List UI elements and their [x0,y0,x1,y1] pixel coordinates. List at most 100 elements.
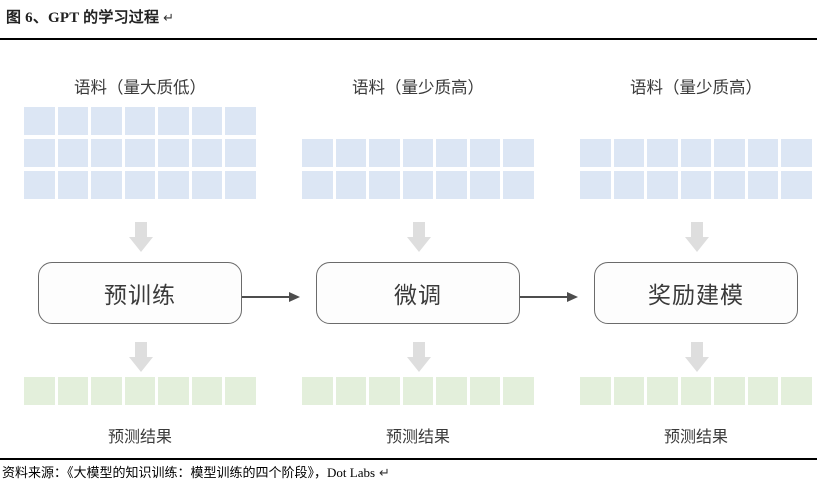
corpus-block [369,139,400,167]
corpus-block [124,107,156,135]
corpus-block [647,139,678,167]
stage-box-finetune[interactable]: 微调 [316,262,520,324]
corpus-block [225,171,257,199]
corpus-block [747,139,779,167]
corpus-block [57,139,89,167]
corpus-block [57,107,89,135]
corpus-block [680,139,712,167]
corpus-block-row [302,171,535,199]
result-label: 预测结果 [663,429,728,446]
corpus-block [580,171,611,199]
corpus-block-grid [580,139,813,203]
result-block [580,377,611,405]
corpus-block [124,139,156,167]
corpus-block [714,139,745,167]
result-block [402,377,434,405]
corpus-block [781,171,813,199]
bottom-divider [0,458,817,460]
corpus-block [613,171,645,199]
result-block [680,377,712,405]
corpus-block [158,139,189,167]
result-block [124,377,156,405]
corpus-label: 语料（量少质高） [352,79,484,97]
result-label: 预测结果 [385,429,450,446]
result-block [714,377,745,405]
result-block [91,377,122,405]
paragraph-return-icon: ↵ [163,11,175,26]
corpus-block [613,139,645,167]
result-block [503,377,535,405]
corpus-block [647,171,678,199]
corpus-block [158,107,189,135]
corpus-block [335,171,367,199]
corpus-block [402,139,434,167]
result-block-row [580,377,813,405]
result-block-row [302,377,535,405]
pipeline-column-pretrain: 语料（量大质低） [10,40,270,458]
result-block [747,377,779,405]
stage-box-reward-modeling[interactable]: 奖励建模 [594,262,798,324]
arrow-down-icon [129,222,153,252]
corpus-label: 语料（量大质低） [74,79,206,97]
result-block-grid [580,377,813,409]
stage-box-pretrain[interactable]: 预训练 [38,262,242,324]
source-note-text: 资料来源：《大模型的知识训练：模型训练的四个阶段》，Dot Labs [2,465,376,480]
paragraph-return-icon: ↵ [379,466,390,481]
result-block [57,377,89,405]
result-block [158,377,189,405]
arrow-down-icon [685,222,709,252]
corpus-block-row [24,171,257,199]
arrow-down-icon [129,342,153,372]
corpus-block [124,171,156,199]
corpus-block [191,171,223,199]
arrow-down-icon [407,342,431,372]
corpus-block-row [24,107,257,135]
figure-title: 图 6、GPT 的学习过程↵ [6,6,174,27]
corpus-block [781,139,813,167]
result-block [24,377,55,405]
corpus-block [24,171,55,199]
corpus-block [24,139,55,167]
result-block [302,377,333,405]
corpus-block [747,171,779,199]
corpus-block [714,171,745,199]
corpus-block [91,107,122,135]
corpus-block [24,107,55,135]
connector-arrow-finetune-to-reward-modeling [520,292,578,302]
corpus-block-row [580,139,813,167]
corpus-block [680,171,712,199]
result-block-row [24,377,257,405]
result-block [225,377,257,405]
corpus-block [503,139,535,167]
top-divider [0,38,817,40]
result-block-grid [24,377,257,409]
corpus-block [469,139,501,167]
figure-title-text: 图 6、GPT 的学习过程 [6,10,160,26]
result-block [335,377,367,405]
corpus-block [402,171,434,199]
source-note: 资料来源：《大模型的知识训练：模型训练的四个阶段》，Dot Labs↵ [2,462,390,481]
result-block-grid [302,377,535,409]
corpus-block [436,139,467,167]
result-block [369,377,400,405]
corpus-block [580,139,611,167]
result-block [647,377,678,405]
corpus-label: 语料（量少质高） [630,79,762,97]
corpus-block [191,107,223,135]
corpus-block [302,139,333,167]
result-block [191,377,223,405]
pipeline-column-finetune: 语料（量少质高） 微调 [288,40,548,458]
result-block [781,377,813,405]
corpus-block-row [302,139,535,167]
corpus-block [503,171,535,199]
corpus-block [91,139,122,167]
corpus-block [57,171,89,199]
pipeline-column-reward-modeling: 语料（量少质高） 奖励建 [566,40,817,458]
corpus-block [469,171,501,199]
diagram-canvas: 语料（量大质低） [0,40,817,458]
corpus-block-grid [24,107,257,203]
corpus-block-row [24,139,257,167]
corpus-block-row [580,171,813,199]
arrow-down-icon [407,222,431,252]
corpus-block-grid [302,139,535,203]
